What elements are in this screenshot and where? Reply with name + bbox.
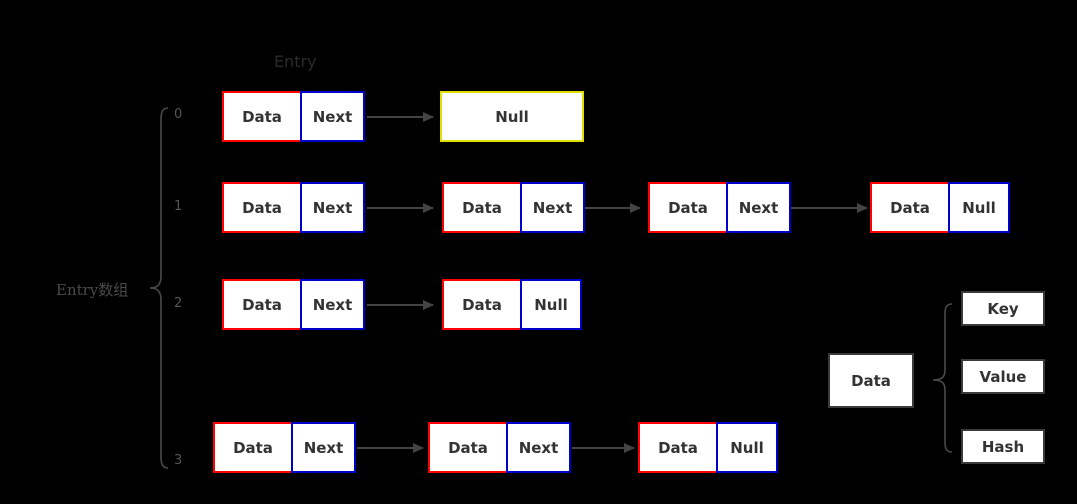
arrow-bucket-2-1: [367, 300, 434, 310]
bucket-3-node-1[interactable]: Data Next: [213, 422, 356, 473]
bucket-index-0: 0: [174, 107, 183, 122]
bucket-index-2: 2: [174, 296, 183, 311]
entry-caption: Entry: [274, 52, 317, 71]
node-null-cell[interactable]: Null: [440, 91, 584, 142]
node-data-cell[interactable]: Data: [870, 182, 950, 233]
node-next-cell[interactable]: Next: [506, 422, 571, 473]
detail-key-box[interactable]: Key: [961, 291, 1045, 326]
bucket-3-node-3[interactable]: Data Null: [638, 422, 778, 473]
detail-hash-label[interactable]: Hash: [961, 429, 1045, 464]
bucket-0-node-1[interactable]: Data Next: [222, 91, 365, 142]
detail-data-label[interactable]: Data: [828, 353, 914, 408]
detail-brace-icon: [932, 303, 953, 453]
detail-value-label[interactable]: Value: [961, 359, 1045, 394]
node-null-cell[interactable]: Null: [948, 182, 1010, 233]
node-data-cell[interactable]: Data: [222, 91, 302, 142]
node-next-cell[interactable]: Next: [300, 279, 365, 330]
arrow-bucket-3-2: [572, 443, 635, 453]
node-next-cell[interactable]: Next: [300, 91, 365, 142]
detail-hash-box[interactable]: Hash: [961, 429, 1045, 464]
bucket-1-node-4[interactable]: Data Null: [870, 182, 1010, 233]
array-brace-icon: [149, 107, 169, 469]
bucket-index-1: 1: [174, 199, 183, 214]
arrow-bucket-1-3: [791, 203, 868, 213]
arrow-bucket-3-1: [357, 443, 424, 453]
bucket-2-node-1[interactable]: Data Next: [222, 279, 365, 330]
arrow-bucket-1-2: [585, 203, 641, 213]
bucket-0-node-2[interactable]: Null: [440, 91, 584, 142]
node-data-cell[interactable]: Data: [222, 182, 302, 233]
node-data-cell[interactable]: Data: [222, 279, 302, 330]
bucket-1-node-3[interactable]: Data Next: [648, 182, 791, 233]
entry-array-label: Entry数组: [56, 281, 129, 299]
node-next-cell[interactable]: Next: [291, 422, 356, 473]
bucket-3-node-2[interactable]: Data Next: [428, 422, 571, 473]
bucket-index-3: 3: [174, 453, 183, 468]
node-data-cell[interactable]: Data: [442, 279, 522, 330]
bucket-2-node-2[interactable]: Data Null: [442, 279, 582, 330]
node-data-cell[interactable]: Data: [428, 422, 508, 473]
node-next-cell[interactable]: Next: [726, 182, 791, 233]
arrow-bucket-0-1: [367, 112, 434, 122]
node-null-cell[interactable]: Null: [716, 422, 778, 473]
node-next-cell[interactable]: Next: [300, 182, 365, 233]
node-data-cell[interactable]: Data: [638, 422, 718, 473]
node-data-cell[interactable]: Data: [442, 182, 522, 233]
detail-key-label[interactable]: Key: [961, 291, 1045, 326]
node-data-cell[interactable]: Data: [213, 422, 293, 473]
node-data-cell[interactable]: Data: [648, 182, 728, 233]
bucket-1-node-2[interactable]: Data Next: [442, 182, 585, 233]
node-null-cell[interactable]: Null: [520, 279, 582, 330]
detail-data-box[interactable]: Data: [828, 353, 914, 408]
node-next-cell[interactable]: Next: [520, 182, 585, 233]
arrow-bucket-1-1: [367, 203, 434, 213]
bucket-1-node-1[interactable]: Data Next: [222, 182, 365, 233]
detail-value-box[interactable]: Value: [961, 359, 1045, 394]
